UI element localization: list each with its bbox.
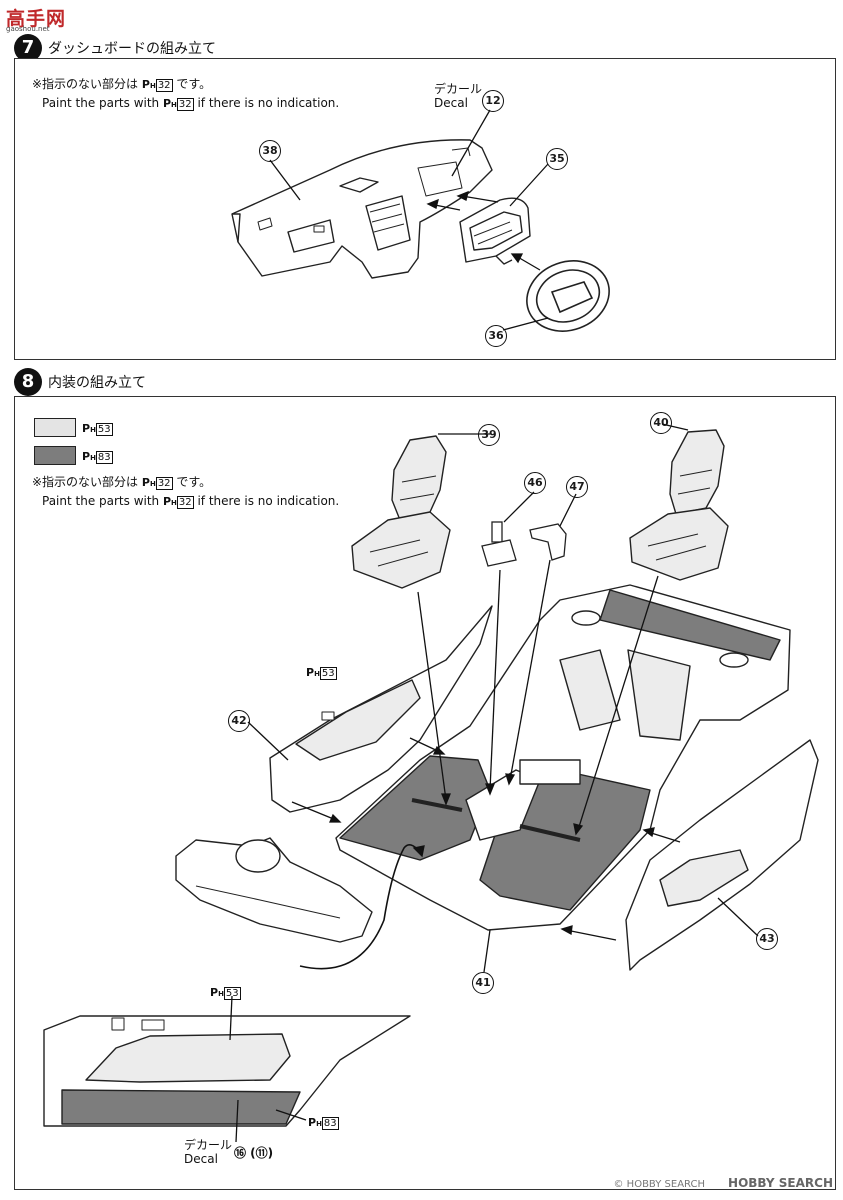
meter-hood-part <box>459 197 531 265</box>
part-40-callout: 40 <box>650 412 672 434</box>
door-paint-box: 53 <box>319 667 337 680</box>
brake-part <box>529 523 567 561</box>
dashboard-part <box>231 139 493 279</box>
legend-code-dark-box: 83 <box>95 451 113 464</box>
part-47-callout: 47 <box>566 476 588 498</box>
footer-copyright: © HOBBY SEARCH <box>613 1179 706 1190</box>
part-12-callout: 12 <box>482 90 504 112</box>
note8-en-prefix: Paint the parts with <box>42 494 160 508</box>
note-jp-text: ※指示のない部分は <box>32 77 139 91</box>
note8-jp-suffix: です。 <box>176 475 212 489</box>
part-35-callout: 35 <box>546 148 568 170</box>
note8-en-suffix: if there is no indication. <box>197 494 340 508</box>
step-8-title: 内装の組み立て <box>48 375 146 391</box>
step-7-badge: 7 <box>14 34 42 62</box>
decal-parts-label: ⑯ (⑪) <box>234 1146 274 1160</box>
seat-left-part <box>629 429 729 581</box>
part-41-callout: 41 <box>472 972 494 994</box>
steering-wheel-part <box>526 260 610 332</box>
note-jp-suffix: です。 <box>176 77 212 91</box>
paint-code-box: 32 <box>155 79 173 92</box>
paint8-code-box-en: 32 <box>176 496 194 509</box>
part-38-callout: 38 <box>259 140 281 162</box>
door-inset-part <box>43 1015 411 1127</box>
part-43-callout: 43 <box>756 928 778 950</box>
step-8-arrows <box>229 423 759 1143</box>
step-8-badge: 8 <box>14 368 42 396</box>
legend-swatch-dark <box>34 446 76 465</box>
site-logo-sub: gaoshou.net <box>6 25 50 33</box>
step-7-decal-label: デカール Decal <box>434 82 482 110</box>
decal8-jp: デカール <box>184 1138 233 1152</box>
step-8-decal-label: デカール Decal <box>184 1138 232 1166</box>
paint8-code-box: 32 <box>155 477 173 490</box>
note8-jp-text: ※指示のない部分は <box>32 475 139 489</box>
shifter-part <box>481 521 517 567</box>
dash-assembly-part <box>175 837 373 943</box>
part-46-callout: 46 <box>524 472 546 494</box>
step-7-arrows <box>269 109 549 331</box>
note-en-suffix: if there is no indication. <box>197 96 340 110</box>
step-7-title: ダッシュボードの組み立て <box>48 41 216 57</box>
site-logo: 高手网 <box>6 8 67 30</box>
decal8-en: Decal <box>184 1152 218 1166</box>
legend-swatch-light <box>34 418 76 437</box>
note-en-prefix: Paint the parts with <box>42 96 160 110</box>
inset-paint-bottom-box: 83 <box>321 1117 339 1130</box>
door-left-part <box>625 739 819 971</box>
door-right-part <box>269 605 493 813</box>
part-42-callout: 42 <box>228 710 250 732</box>
seat-right-part <box>351 435 451 589</box>
legend-code-light-box: 53 <box>95 423 113 436</box>
paint-code-box-en: 32 <box>176 98 194 111</box>
footer-brand: HOBBY SEARCH <box>728 1176 833 1190</box>
part-39-callout: 39 <box>478 424 500 446</box>
decal-en: Decal <box>434 96 468 110</box>
decal-jp: デカール <box>434 82 483 96</box>
part-36-callout: 36 <box>485 325 507 347</box>
